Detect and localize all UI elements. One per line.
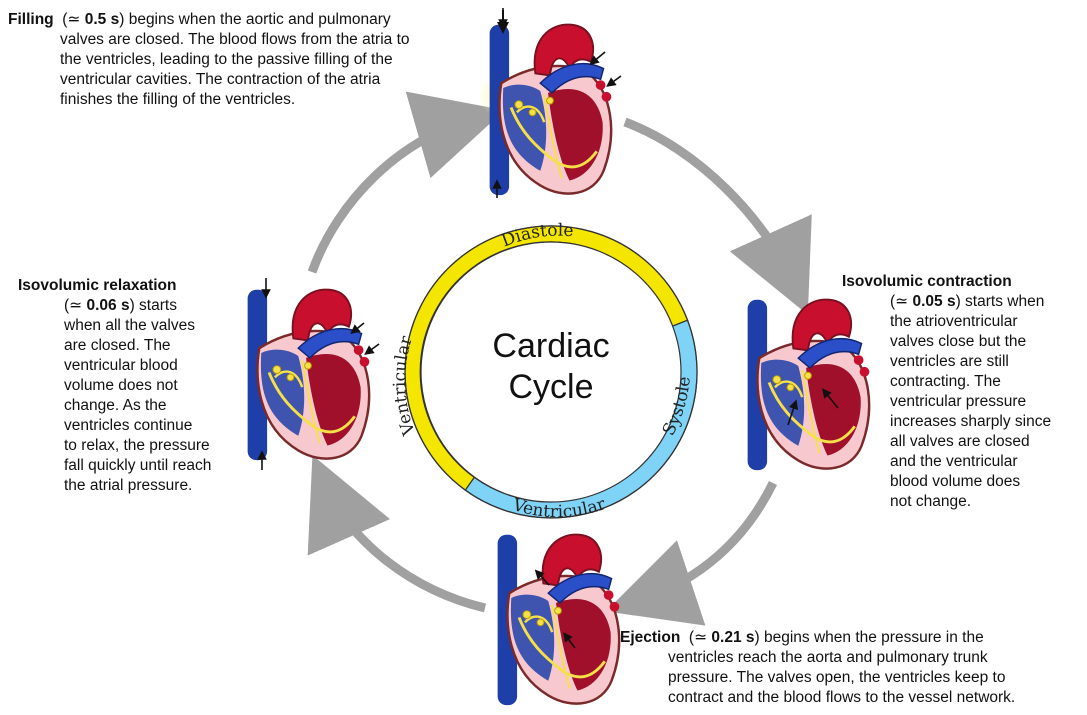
heart-isovolumic-relaxation [248, 290, 370, 461]
heart-filling [478, 10, 611, 195]
isovolumic-relaxation-title: Isovolumic relaxation [18, 277, 177, 294]
filling-description: Filling (≃ 0.5 s) begins when the aortic… [8, 10, 478, 110]
isovolumic-contraction-duration: 0.05 s [912, 293, 955, 310]
isovolumic-relaxation-description: Isovolumic relaxation (≃ 0.06 s) starts … [18, 276, 243, 496]
center-title-line2: Cycle [508, 368, 593, 406]
ejection-title: Ejection [620, 629, 680, 646]
ejection-description: Ejection (≃ 0.21 s) begins when the pres… [620, 628, 1085, 708]
cycle-arrow-icon [327, 488, 485, 608]
heart-illustration-icon [498, 535, 620, 706]
cycle-arrow-icon [312, 120, 470, 272]
isovolumic-contraction-title: Isovolumic contraction [842, 273, 1012, 290]
phase-ring: Diastole Ventricular Systole Ventricular… [390, 221, 697, 523]
ejection-duration: 0.21 s [711, 629, 754, 646]
heart-illustration-icon [490, 25, 612, 196]
cycle-arrow-icon [625, 122, 793, 282]
filling-duration: 0.5 s [85, 11, 119, 28]
cycle-arrow-icon [640, 483, 773, 600]
isovolumic-relaxation-duration: 0.06 s [86, 297, 129, 314]
heart-illustration-icon [248, 290, 370, 461]
center-title-line1: Cardiac [492, 327, 609, 365]
isovolumic-contraction-description: Isovolumic contraction (≃ 0.05 s) starts… [842, 272, 1087, 512]
filling-title: Filling [8, 11, 54, 28]
heart-ejection [498, 535, 620, 706]
